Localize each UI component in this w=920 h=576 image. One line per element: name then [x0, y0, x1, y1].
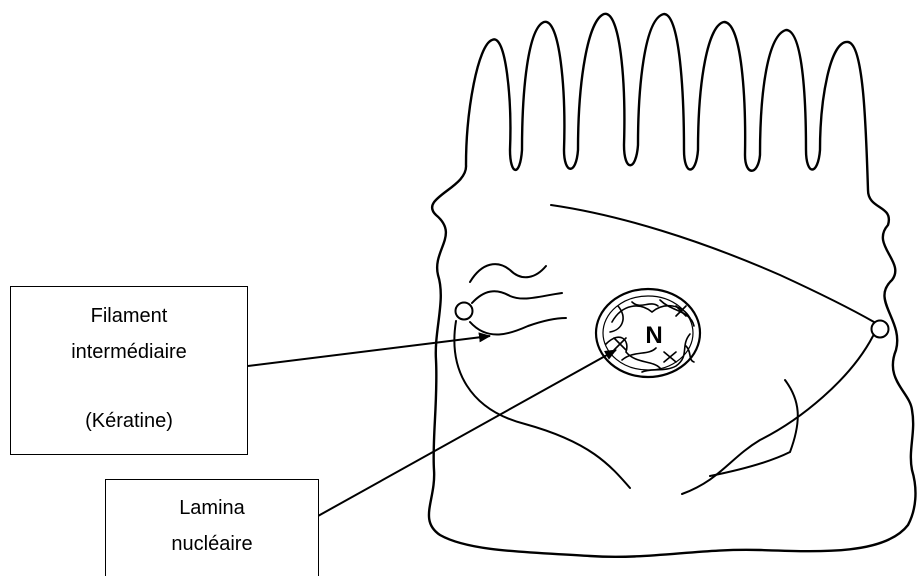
intermediate-filament-label-line1: Filament [11, 305, 247, 328]
left-desmosome [456, 303, 473, 320]
lamina-pointer-arrow [318, 350, 616, 516]
filament-pointer-arrow [248, 336, 490, 366]
nuclear-lamina-label-line1: Lamina [106, 497, 318, 520]
right-desmosome [872, 321, 889, 338]
intermediate-filament-label-line2: intermédiaire [11, 341, 247, 364]
nuclear-lamina-label-box: Lamina nucléaire [105, 479, 319, 576]
nucleus-label: N [645, 322, 662, 349]
nucleus: N [596, 289, 700, 377]
intermediate-filament-label-box: Filament intermédiaire (Kératine) [10, 286, 248, 455]
keratin-filament-bundle [470, 264, 566, 334]
cell-membrane [429, 14, 916, 557]
nuclear-lamina-label-line2: nucléaire [106, 533, 318, 556]
intermediate-filament-label-line3: (Kératine) [11, 410, 247, 433]
